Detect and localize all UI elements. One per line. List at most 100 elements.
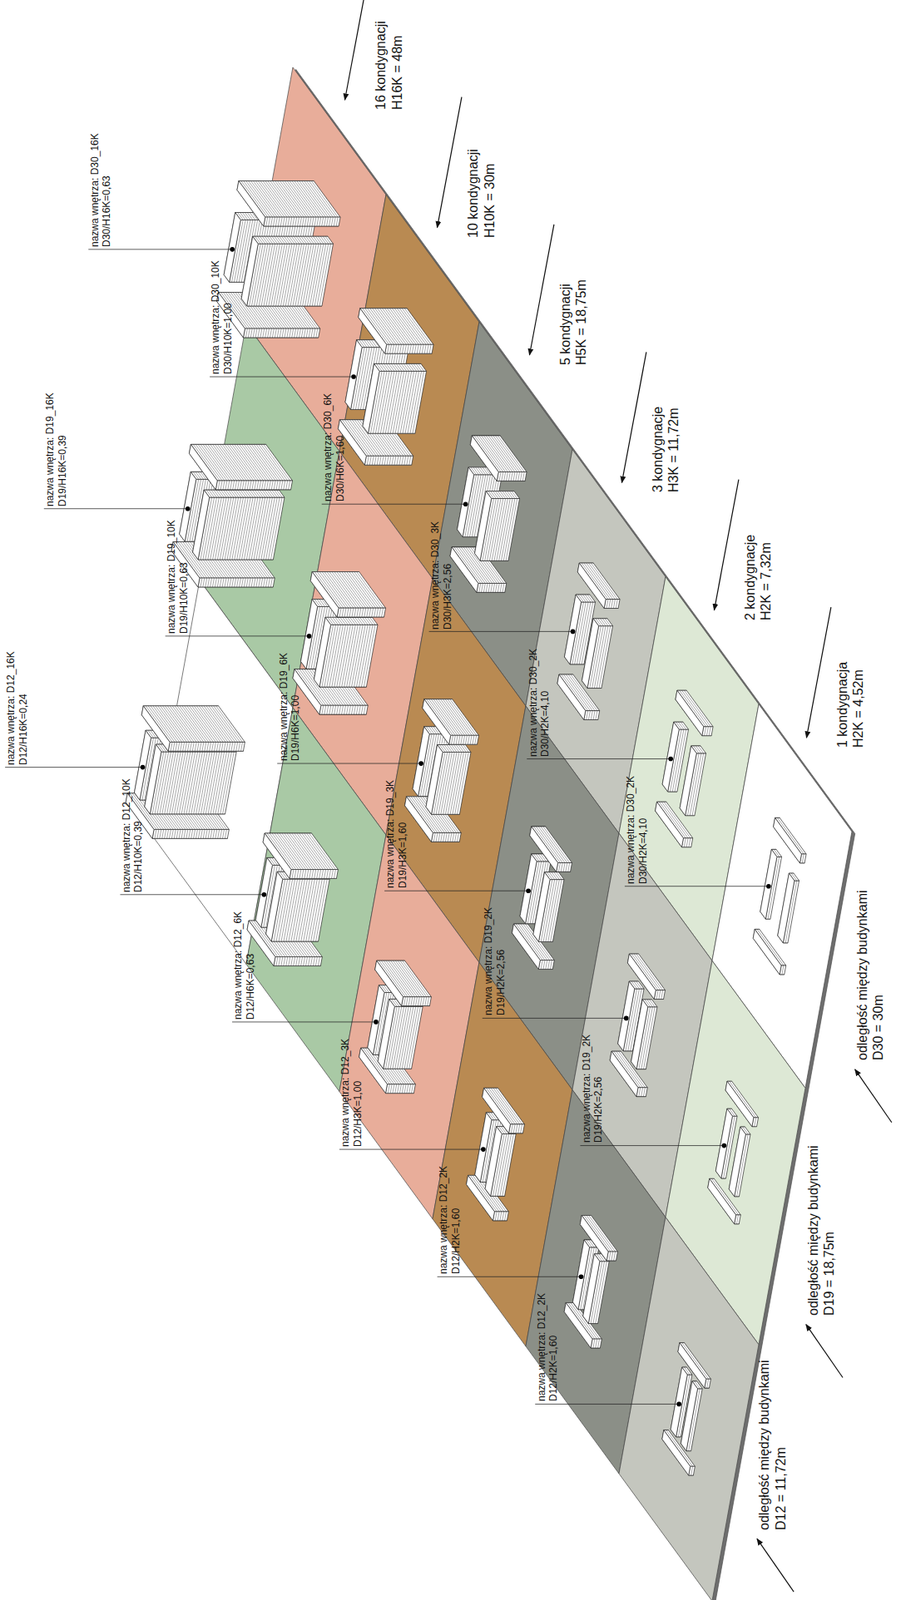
callout-dot <box>373 1019 379 1025</box>
distance-caption: odległość między budynkami <box>757 1360 773 1531</box>
building-roof <box>193 490 210 560</box>
ratio-value: D30/H2K=4,10 <box>539 691 552 758</box>
floor-hatching <box>495 1212 506 1222</box>
building-facade <box>247 243 334 307</box>
building-roof <box>760 849 778 920</box>
ratio-value: D19/H2K=2,56 <box>495 950 508 1016</box>
floor-hatching <box>707 1379 709 1389</box>
floor-hatching <box>736 1215 738 1225</box>
building-roof <box>457 467 475 538</box>
height-arrow <box>436 97 461 228</box>
building-roof <box>655 802 684 847</box>
floor-hatching <box>593 1339 600 1349</box>
interior-name: nazwa wnętrza: D19_6K <box>278 653 291 762</box>
floor-hatching <box>376 363 425 372</box>
storey-count: 3 kondygnacje <box>650 406 666 493</box>
interior-name: nazwa wnętrza: D19_2K <box>581 1034 594 1144</box>
floor-hatching <box>321 624 376 688</box>
building-facade <box>430 832 461 842</box>
ratio-value: D19/H16K=0,39 <box>57 435 70 507</box>
height-arrow <box>806 607 831 738</box>
floor-hatching <box>217 480 290 491</box>
interior-name: nazwa wnętrza: D12_10K <box>121 778 134 893</box>
interior-name: nazwa wnętrza: D12_3K <box>340 1039 352 1148</box>
floor-hatching <box>433 832 459 842</box>
floor-hatching <box>200 497 283 560</box>
floor-hatching <box>154 829 227 839</box>
height-value: H5K = 18,75m <box>574 279 590 366</box>
interior-name: nazwa wnętrza: D30_3K <box>430 520 442 629</box>
building-roof <box>773 817 803 863</box>
distance-arrow <box>806 1325 843 1379</box>
floor-hatching <box>152 752 234 815</box>
building-facade <box>492 1212 509 1222</box>
leader-line <box>482 1018 627 1020</box>
plane-cell <box>618 1217 759 1600</box>
building-roof <box>777 873 795 944</box>
distance-arrow <box>855 1069 892 1124</box>
height-arrow <box>529 224 554 356</box>
leader-line <box>277 763 421 765</box>
interior-name: nazwa wnętrza: D30_10K <box>210 261 223 376</box>
building-facade <box>152 829 229 839</box>
callout-dot <box>579 1274 585 1280</box>
building-roof <box>422 699 451 745</box>
interior-name: nazwa wnętrza: D30_6K <box>322 393 335 502</box>
height-value: H16K = 48m <box>390 35 406 110</box>
floor-hatching <box>638 1088 646 1098</box>
building-roof <box>728 1127 746 1198</box>
building-roof <box>725 1081 754 1127</box>
floor-hatching <box>170 742 243 752</box>
leader-line <box>624 886 769 887</box>
interior-name: nazwa wnętrza: D19_2K <box>483 907 496 1016</box>
building-roof <box>412 727 430 798</box>
ratio-value: D12/H6K=0,63 <box>245 954 258 1020</box>
building-facade <box>556 862 573 872</box>
building-roof <box>519 854 537 925</box>
interior-name: nazwa wnętrza: D19_16K <box>44 392 57 507</box>
building-facade <box>252 236 334 244</box>
leader-line <box>321 504 466 505</box>
interior-name: nazwa wnętrza: D12_16K <box>5 651 18 766</box>
building-facade <box>604 599 620 609</box>
building-facade <box>374 363 427 372</box>
building-facade <box>386 1084 416 1095</box>
building-facade <box>496 471 527 481</box>
floor-hatching <box>754 1118 757 1128</box>
ratio-value: D30/H16K=0,63 <box>101 175 114 248</box>
storey-count: 2 kondygnacje <box>742 534 758 620</box>
interior-name: nazwa wnętrza: D30_2K <box>528 648 540 758</box>
building-roof <box>241 236 258 307</box>
building-roof <box>144 744 162 815</box>
callout-dot <box>480 1147 486 1153</box>
building-roof <box>301 599 318 670</box>
building-roof <box>179 471 197 542</box>
floor-hatching <box>273 879 327 942</box>
distance-value: D12 = 11,72m <box>773 1447 789 1531</box>
distance-caption: odległość między budynkami <box>806 1145 822 1317</box>
building-roof <box>237 181 266 227</box>
floor-hatching <box>656 990 664 1001</box>
leader-line <box>526 758 671 760</box>
floor-hatching <box>370 371 424 434</box>
floor-hatching <box>586 711 598 721</box>
leader-line <box>4 767 143 768</box>
interior-name: nazwa wnętrza: D12_6K <box>232 911 245 1020</box>
building-roof <box>475 491 492 562</box>
ratio-value: D12/H16K=0,24 <box>18 693 30 766</box>
storey-count: 1 kondygnacja <box>835 662 851 748</box>
floor-hatching <box>540 960 552 971</box>
leader-line <box>44 508 189 510</box>
callout-dot <box>722 1143 728 1149</box>
ratio-value: D19/H3K=1,60 <box>397 822 410 889</box>
floor-hatching <box>451 735 477 745</box>
ratio-value: D12/H3K=1,00 <box>352 1081 365 1148</box>
building-roof <box>581 618 599 689</box>
floor-hatching <box>249 243 332 307</box>
storey-count: 10 kondygnacji <box>465 148 481 238</box>
interior-name: nazwa wnętrza: D19_10K <box>166 519 179 634</box>
leader-line <box>579 1145 724 1147</box>
leader-line <box>232 1021 377 1023</box>
callout-dot <box>623 1016 629 1022</box>
